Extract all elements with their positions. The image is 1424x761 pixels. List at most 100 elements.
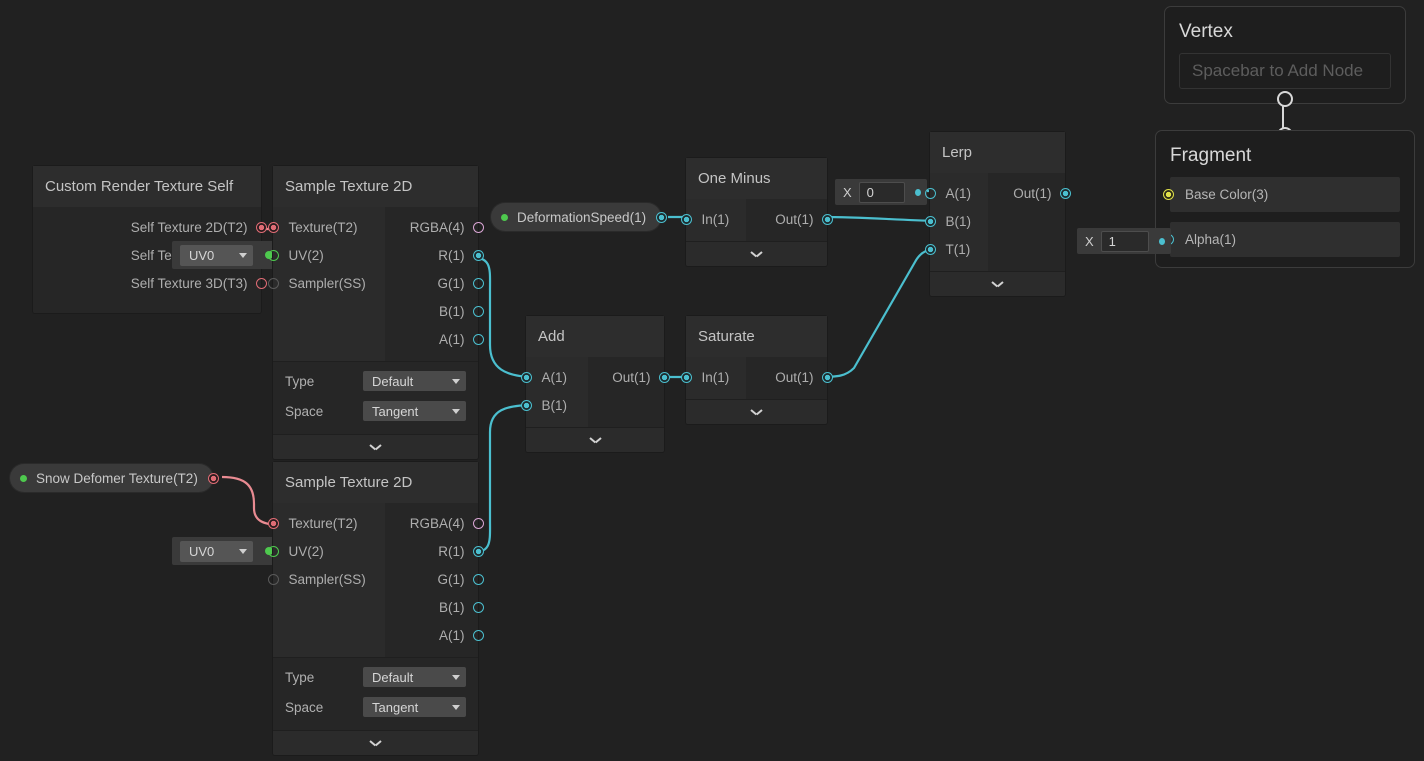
port-dot-icon[interactable] — [267, 545, 279, 557]
collapse-toggle[interactable] — [273, 434, 478, 459]
input-slot[interactable]: In(1) — [680, 363, 746, 391]
port-dot-icon[interactable] — [267, 573, 279, 585]
input-slot[interactable]: Texture(T2) — [267, 213, 385, 241]
node-add[interactable]: Add A(1) B(1) Out(1) — [520, 316, 670, 452]
port-dot-icon[interactable] — [267, 517, 279, 529]
node-sample-texture-2d-bottom[interactable]: Sample Texture 2D Texture(T2) UV(2) Samp… — [267, 462, 484, 755]
input-slot[interactable]: UV(2) — [267, 537, 385, 565]
output-slot[interactable]: A(1) — [385, 621, 484, 649]
port-dot-icon[interactable] — [472, 517, 484, 529]
output-slot[interactable]: B(1) — [385, 297, 484, 325]
uv-select-bottom[interactable]: UV0 — [180, 540, 253, 562]
input-slot[interactable]: A(1) — [924, 179, 988, 207]
port-dot-icon[interactable] — [520, 371, 532, 383]
output-slot[interactable]: A(1) — [385, 325, 484, 353]
port-dot-icon[interactable] — [472, 221, 484, 233]
output-slot[interactable]: R(1) — [385, 241, 484, 269]
port-dot-icon[interactable] — [680, 371, 692, 383]
port-dot-icon[interactable] — [520, 399, 532, 411]
input-slot[interactable]: T(1) — [924, 235, 988, 263]
port-dot-icon[interactable] — [255, 277, 267, 289]
node-custom-render-texture-self[interactable]: Custom Render Texture Self Self Texture … — [33, 166, 267, 313]
setting-row[interactable]: Type Default — [273, 662, 478, 692]
input-slot[interactable]: B(1) — [924, 207, 988, 235]
setting-row[interactable]: Space Tangent — [273, 692, 478, 722]
setting-select-space[interactable]: Tangent — [363, 401, 466, 421]
port-dot-icon[interactable] — [267, 277, 279, 289]
node-fragment-stack[interactable]: Fragment Base Color(3) Alpha(1) — [1155, 130, 1415, 268]
output-slot[interactable]: Self Texture 2D(T2) — [33, 213, 267, 241]
collapse-toggle[interactable] — [686, 241, 827, 266]
input-slot[interactable]: In(1) — [680, 205, 746, 233]
property-node-deformationspeed[interactable]: DeformationSpeed(1) — [491, 203, 668, 231]
output-slot[interactable]: Out(1) — [746, 363, 833, 391]
input-slot[interactable]: Texture(T2) — [267, 509, 385, 537]
port-dot-icon[interactable] — [924, 215, 936, 227]
port-dot-icon[interactable] — [255, 221, 267, 233]
value-input[interactable]: 1 — [1100, 230, 1149, 252]
port-dot-icon[interactable] — [658, 371, 670, 383]
value-output-dot-icon[interactable] — [915, 188, 921, 196]
input-slot[interactable]: UV(2) — [267, 241, 385, 269]
port-dot-icon[interactable] — [472, 573, 484, 585]
node-lerp[interactable]: Lerp A(1) B(1) T(1) Out(1) — [924, 132, 1071, 296]
uv-select-top[interactable]: UV0 — [180, 244, 253, 266]
collapse-toggle[interactable] — [273, 730, 478, 755]
port-dot-icon[interactable] — [472, 601, 484, 613]
lerp-a-value-widget[interactable]: X 0 — [835, 179, 927, 205]
add-node-hint[interactable]: Spacebar to Add Node — [1179, 53, 1391, 89]
input-slot[interactable]: Sampler(SS) — [267, 269, 385, 297]
output-slot[interactable]: Out(1) — [746, 205, 833, 233]
output-slot[interactable]: G(1) — [385, 269, 484, 297]
collapse-toggle[interactable] — [686, 399, 827, 424]
output-slot[interactable]: Out(1) — [988, 179, 1071, 207]
port-dot-icon[interactable] — [207, 472, 219, 484]
value-output-dot-icon[interactable] — [1158, 237, 1165, 245]
output-slot[interactable]: R(1) — [385, 537, 484, 565]
setting-row[interactable]: Type Default — [273, 366, 478, 396]
value-input[interactable]: 0 — [858, 181, 906, 203]
output-slot[interactable]: RGBA(4) — [385, 213, 484, 241]
setting-select-type[interactable]: Default — [363, 667, 466, 687]
port-dot-icon[interactable] — [472, 305, 484, 317]
output-slot[interactable]: Self Texture 3D(T3) — [33, 269, 267, 297]
port-dot-icon[interactable] — [821, 213, 833, 225]
uv-dropdown-widget-top[interactable]: UV0 — [172, 241, 281, 269]
port-dot-icon[interactable] — [472, 249, 484, 261]
node-one-minus[interactable]: One Minus In(1) Out(1) — [680, 158, 833, 266]
block-base-color[interactable]: Base Color(3) — [1163, 177, 1400, 212]
port-dot-icon[interactable] — [472, 545, 484, 557]
input-slot[interactable]: B(1) — [520, 391, 588, 419]
port-dot-icon[interactable] — [656, 211, 668, 223]
output-slot[interactable]: Out(1) — [588, 363, 670, 391]
property-node-snow-defomer-texture[interactable]: Snow Defomer Texture(T2) — [10, 464, 219, 492]
port-dot-icon[interactable] — [472, 333, 484, 345]
node-saturate[interactable]: Saturate In(1) Out(1) — [680, 316, 833, 424]
alpha-value-widget[interactable]: X 1 — [1077, 228, 1171, 254]
port-dot-icon[interactable] — [924, 243, 936, 255]
output-slot[interactable]: B(1) — [385, 593, 484, 621]
input-slot[interactable]: Sampler(SS) — [267, 565, 385, 593]
port-dot-icon[interactable] — [1163, 189, 1174, 200]
port-dot-icon[interactable] — [924, 187, 936, 199]
node-sample-texture-2d-top[interactable]: Sample Texture 2D Texture(T2) UV(2) Samp… — [267, 166, 484, 459]
port-dot-icon[interactable] — [1059, 187, 1071, 199]
port-dot-icon[interactable] — [267, 221, 279, 233]
output-slot[interactable]: RGBA(4) — [385, 509, 484, 537]
setting-select-type[interactable]: Default — [363, 371, 466, 391]
input-slot[interactable]: A(1) — [520, 363, 588, 391]
output-slot[interactable]: G(1) — [385, 565, 484, 593]
port-dot-icon[interactable] — [472, 629, 484, 641]
node-vertex-stack[interactable]: Vertex Spacebar to Add Node — [1164, 6, 1406, 104]
block-alpha[interactable]: Alpha(1) — [1163, 222, 1400, 257]
setting-row[interactable]: Space Tangent — [273, 396, 478, 426]
port-dot-icon[interactable] — [267, 249, 279, 261]
collapse-toggle[interactable] — [526, 427, 664, 452]
uv-dropdown-widget-bottom[interactable]: UV0 — [172, 537, 281, 565]
port-dot-icon[interactable] — [680, 213, 692, 225]
port-dot-icon[interactable] — [821, 371, 833, 383]
collapse-toggle[interactable] — [930, 271, 1065, 296]
port-dot-icon[interactable] — [472, 277, 484, 289]
setting-select-space[interactable]: Tangent — [363, 697, 466, 717]
